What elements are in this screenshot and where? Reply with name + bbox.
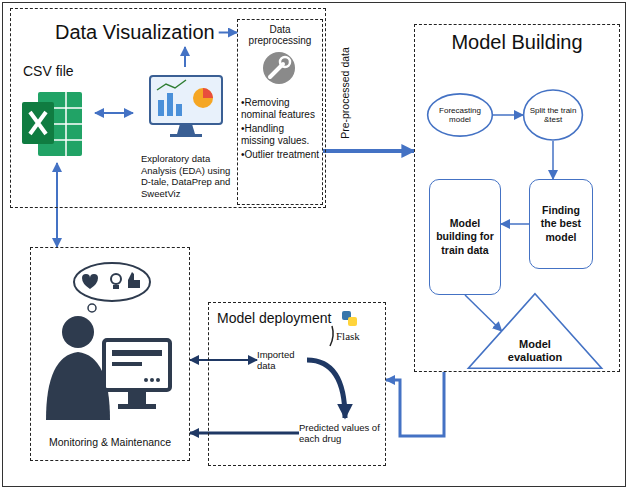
group-box: Model BuildingForecasting model Split the… xyxy=(414,24,620,372)
stand xyxy=(177,124,195,134)
tool-node: Exploratory data Analysis (EDA) using D-… xyxy=(133,67,237,201)
badge xyxy=(22,102,54,144)
bar xyxy=(167,93,173,116)
group-title: Model Building xyxy=(415,31,619,54)
file-node: CSV file xyxy=(19,63,95,163)
thumb xyxy=(128,272,140,288)
data-label: Predicted values of each drug xyxy=(299,422,383,445)
dot xyxy=(156,378,160,382)
base xyxy=(118,404,156,409)
logo-text: Flask xyxy=(336,330,360,342)
tool-label: Exploratory data Analysis (EDA) using D-… xyxy=(141,153,233,199)
process-ellipse: Forecasting model xyxy=(427,93,493,137)
eda-icon xyxy=(150,76,222,137)
x-mark xyxy=(30,112,46,134)
thought-cloud xyxy=(74,263,150,301)
group-title: Data preprocessing xyxy=(241,24,319,46)
monitor xyxy=(104,340,170,390)
grid xyxy=(54,92,82,156)
line-chart xyxy=(157,80,186,90)
connector-arrow xyxy=(465,295,502,331)
group-box: Data preprocessing •Removing nominal feat… xyxy=(237,19,323,205)
connector-arrow xyxy=(190,359,257,361)
connector-arrow xyxy=(184,47,186,67)
group-title: Model deployment xyxy=(217,310,331,326)
dot xyxy=(144,378,148,382)
screen-bar xyxy=(112,350,162,356)
outline xyxy=(524,90,583,140)
python-yellow xyxy=(348,317,357,326)
frame xyxy=(3,3,626,487)
group-box: Model deploymentImported dataPredicted v… xyxy=(208,302,386,466)
bulb-base xyxy=(113,285,119,289)
data-node: Imported data xyxy=(257,347,305,373)
horn xyxy=(330,326,333,346)
bulb xyxy=(111,274,121,284)
badge xyxy=(263,52,295,84)
file-label: CSV file xyxy=(23,63,95,79)
cloud-dot xyxy=(88,304,96,312)
pie-slice xyxy=(203,88,213,98)
group-box: Monitoring & Maintenance xyxy=(30,247,190,461)
connector-arrow xyxy=(307,360,345,418)
monitor xyxy=(150,76,222,124)
connector-arrow xyxy=(56,163,58,247)
bullet-item: •Outlier treatment xyxy=(241,149,319,161)
base xyxy=(170,134,202,137)
process-label: Split the train &test xyxy=(526,106,580,124)
stand xyxy=(128,390,146,404)
bullet-item: •Removing nominal features xyxy=(241,97,319,120)
process-circle: Split the train &test xyxy=(523,89,583,141)
bar xyxy=(158,100,164,116)
process-label: Model evaluation xyxy=(500,338,570,364)
person-icon xyxy=(46,263,170,420)
head xyxy=(62,316,94,348)
wrench-icon xyxy=(263,52,295,84)
body xyxy=(46,352,110,420)
evaluation-triangle: Model evaluation xyxy=(467,293,603,369)
connector-arrow xyxy=(386,372,444,436)
connector-arrow xyxy=(190,432,299,435)
excel-icon xyxy=(22,92,82,156)
connector-arrow xyxy=(95,112,133,114)
outline xyxy=(468,294,601,368)
heart xyxy=(82,274,98,289)
group-title: Data Visualization xyxy=(55,21,215,44)
edge-label: Pre-processed data xyxy=(339,45,351,141)
dot xyxy=(150,378,154,382)
bullet-item: •Handling missing values. xyxy=(241,123,319,146)
process-box: Model building for train data xyxy=(429,179,501,295)
bar xyxy=(176,104,182,116)
process-label: Model building for train data xyxy=(433,217,497,256)
data-node: Predicted values of each drug xyxy=(299,419,383,447)
group-box: Data VisualizationCSV fileExploratory da… xyxy=(10,8,326,208)
process-box: Finding the best model xyxy=(529,179,593,269)
connector-arrow xyxy=(493,114,523,116)
connector-arrow xyxy=(501,223,529,225)
connector-arrow xyxy=(552,141,554,179)
pie xyxy=(193,88,213,108)
wrench-head xyxy=(280,57,290,67)
screen-line xyxy=(112,362,142,366)
connector-arrow xyxy=(323,149,414,153)
connector-arrow xyxy=(219,32,237,34)
process-label: Finding the best model xyxy=(533,204,589,243)
data-label: Imported data xyxy=(257,349,305,372)
process-label: Forecasting model xyxy=(430,106,490,124)
group-title: Monitoring & Maintenance xyxy=(49,436,171,448)
outline xyxy=(428,94,493,136)
